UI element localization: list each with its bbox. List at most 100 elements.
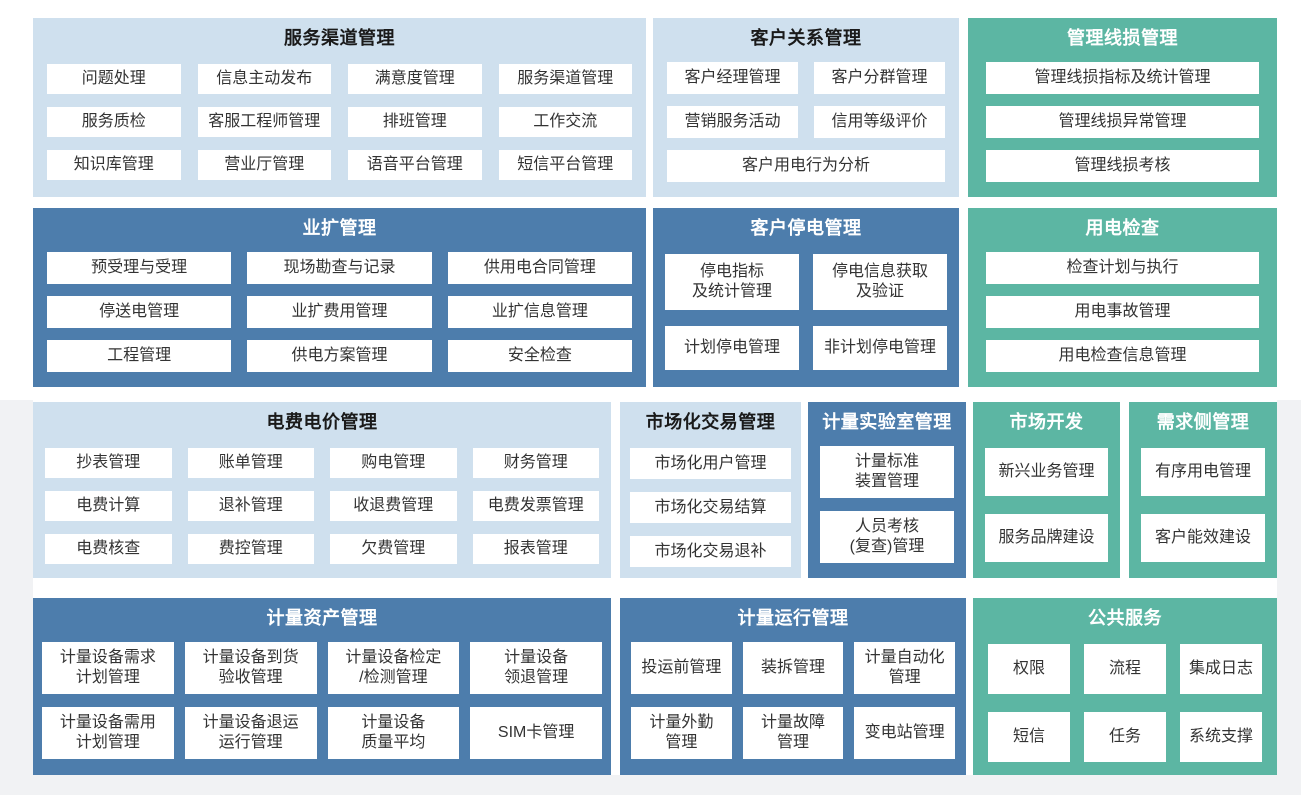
block-meter-asset: 计量资产管理 计量设备需求 计划管理 计量设备到货 验收管理 计量设备检定 /检… xyxy=(33,598,611,775)
block-demand-side: 需求侧管理 有序用电管理 客户能效建设 xyxy=(1129,402,1277,578)
module-chip: 报表管理 xyxy=(472,534,599,564)
block-market-development: 市场开发 新兴业务管理 服务品牌建设 xyxy=(973,402,1120,578)
module-grid: 投运前管理 装拆管理 计量自动化 管理 计量外勤 管理 计量故障 管理 变电站管… xyxy=(620,636,966,775)
block-customer-outage: 客户停电管理 停电指标 及统计管理 停电信息获取 及验证 计划停电管理 非计划停… xyxy=(653,208,959,387)
module-chip: 停电指标 及统计管理 xyxy=(665,254,799,310)
module-chip: 服务质检 xyxy=(47,107,181,137)
module-grid: 管理线损指标及统计管理 管理线损异常管理 管理线损考核 xyxy=(968,56,1277,197)
module-grid: 市场化用户管理 市场化交易结算 市场化交易退补 xyxy=(620,440,801,579)
module-grid: 预受理与受理 现场勘查与记录 供用电合同管理 停送电管理 业扩费用管理 业扩信息… xyxy=(33,246,646,387)
module-chip: 新兴业务管理 xyxy=(985,448,1108,496)
module-chip: 电费发票管理 xyxy=(472,491,599,521)
block-business-expansion: 业扩管理 预受理与受理 现场勘查与记录 供用电合同管理 停送电管理 业扩费用管理… xyxy=(33,208,646,387)
module-chip: 计量设备 质量平均 xyxy=(327,707,460,759)
module-chip: 排班管理 xyxy=(348,107,482,137)
module-chip: 任务 xyxy=(1084,712,1166,762)
block-customer-relation: 客户关系管理 客户经理管理 客户分群管理 营销服务活动 信用等级评价 客户用电行… xyxy=(653,18,959,197)
module-chip: 欠费管理 xyxy=(330,534,457,564)
module-chip: 退补管理 xyxy=(187,491,314,521)
module-chip: 用电检查信息管理 xyxy=(986,340,1259,372)
module-chip: 流程 xyxy=(1084,644,1166,694)
module-grid: 问题处理 信息主动发布 满意度管理 服务渠道管理 服务质检 客服工程师管理 排班… xyxy=(33,56,646,197)
right-margin-strip xyxy=(1277,400,1301,795)
module-chip: 计划停电管理 xyxy=(665,326,799,370)
block-service-channel: 服务渠道管理 问题处理 信息主动发布 满意度管理 服务渠道管理 服务质检 客服工… xyxy=(33,18,646,197)
block-title: 计量运行管理 xyxy=(737,608,849,628)
module-chip: 非计划停电管理 xyxy=(813,326,947,370)
module-chip: 集成日志 xyxy=(1180,644,1262,694)
block-market-trade: 市场化交易管理 市场化用户管理 市场化交易结算 市场化交易退补 xyxy=(620,402,801,578)
module-chip: 客户用电行为分析 xyxy=(667,150,945,182)
module-grid: 有序用电管理 客户能效建设 xyxy=(1129,440,1277,578)
block-title: 业扩管理 xyxy=(302,218,377,238)
module-chip: 电费核查 xyxy=(45,534,172,564)
block-title: 计量资产管理 xyxy=(266,608,378,628)
module-grid: 停电指标 及统计管理 停电信息获取 及验证 计划停电管理 非计划停电管理 xyxy=(653,246,959,387)
block-title: 电费电价管理 xyxy=(266,412,378,432)
module-chip: 市场化交易结算 xyxy=(630,492,791,523)
module-chip: 工程管理 xyxy=(47,340,232,372)
module-chip: 计量设备需用 计划管理 xyxy=(42,707,174,759)
module-chip: 变电站管理 xyxy=(854,707,955,759)
module-chip: 计量标准 装置管理 xyxy=(820,446,954,498)
module-chip: 营销服务活动 xyxy=(667,106,798,138)
block-line-loss: 管理线损管理 管理线损指标及统计管理 管理线损异常管理 管理线损考核 xyxy=(968,18,1277,197)
block-title: 客户关系管理 xyxy=(750,28,862,48)
module-grid: 新兴业务管理 服务品牌建设 xyxy=(973,440,1120,578)
module-chip: 客户分群管理 xyxy=(814,62,945,94)
module-chip: 预受理与受理 xyxy=(47,252,232,284)
module-chip: 客户能效建设 xyxy=(1141,514,1265,562)
module-chip: 权限 xyxy=(988,644,1070,694)
bottom-margin-strip xyxy=(0,775,1301,795)
module-chip: 计量设备到货 验收管理 xyxy=(184,642,317,694)
module-chip: 知识库管理 xyxy=(47,150,181,180)
block-title: 市场化交易管理 xyxy=(645,412,776,432)
block-billing: 电费电价管理 抄表管理 账单管理 购电管理 财务管理 电费计算 退补管理 收退费… xyxy=(33,402,611,578)
module-chip: 安全检查 xyxy=(447,340,632,372)
block-title: 用电检查 xyxy=(1085,218,1160,238)
module-chip: 费控管理 xyxy=(187,534,314,564)
module-chip: 系统支撑 xyxy=(1180,712,1262,762)
module-grid: 客户经理管理 客户分群管理 营销服务活动 信用等级评价 客户用电行为分析 xyxy=(653,56,959,197)
module-chip: 人员考核 (复查)管理 xyxy=(820,511,954,563)
module-chip: 计量设备退运 运行管理 xyxy=(184,707,317,759)
module-chip: 收退费管理 xyxy=(330,491,457,521)
module-chip: 计量设备检定 /检测管理 xyxy=(327,642,460,694)
module-chip: 有序用电管理 xyxy=(1141,448,1265,496)
block-meter-operations: 计量运行管理 投运前管理 装拆管理 计量自动化 管理 计量外勤 管理 计量故障 … xyxy=(620,598,966,775)
module-chip: 管理线损指标及统计管理 xyxy=(986,62,1259,94)
module-chip: 购电管理 xyxy=(330,448,457,478)
block-title: 计量实验室管理 xyxy=(822,412,952,432)
module-chip: 财务管理 xyxy=(472,448,599,478)
module-grid: 抄表管理 账单管理 购电管理 财务管理 电费计算 退补管理 收退费管理 电费发票… xyxy=(33,440,611,578)
block-title: 管理线损管理 xyxy=(1067,28,1178,48)
block-power-inspection: 用电检查 检查计划与执行 用电事故管理 用电检查信息管理 xyxy=(968,208,1277,387)
block-title: 服务渠道管理 xyxy=(284,28,395,48)
module-chip: 短信平台管理 xyxy=(498,150,632,180)
module-chip: 信用等级评价 xyxy=(814,106,945,138)
module-chip: 业扩费用管理 xyxy=(247,296,432,328)
module-chip: 投运前管理 xyxy=(631,642,732,694)
module-chip: 工作交流 xyxy=(498,107,632,137)
module-chip: 抄表管理 xyxy=(45,448,172,478)
module-chip: 服务品牌建设 xyxy=(985,514,1108,562)
module-chip: 信息主动发布 xyxy=(197,64,331,94)
module-chip: 现场勘查与记录 xyxy=(247,252,432,284)
block-title: 公共服务 xyxy=(1088,608,1162,628)
left-margin-strip xyxy=(0,400,33,795)
module-chip: 计量自动化 管理 xyxy=(854,642,955,694)
module-chip: 停送电管理 xyxy=(47,296,232,328)
module-chip: 市场化交易退补 xyxy=(630,536,791,567)
module-chip: 满意度管理 xyxy=(348,64,482,94)
module-chip: 服务渠道管理 xyxy=(498,64,632,94)
block-metering-lab: 计量实验室管理 计量标准 装置管理 人员考核 (复查)管理 xyxy=(808,402,966,578)
module-grid: 检查计划与执行 用电事故管理 用电检查信息管理 xyxy=(968,246,1277,387)
module-chip: SIM卡管理 xyxy=(470,707,602,759)
module-chip: 管理线损考核 xyxy=(986,150,1259,182)
module-grid: 计量标准 装置管理 人员考核 (复查)管理 xyxy=(808,440,966,578)
module-chip: 检查计划与执行 xyxy=(986,252,1259,284)
module-chip: 市场化用户管理 xyxy=(630,448,791,479)
module-chip: 电费计算 xyxy=(45,491,172,521)
module-chip: 计量外勤 管理 xyxy=(631,707,732,759)
